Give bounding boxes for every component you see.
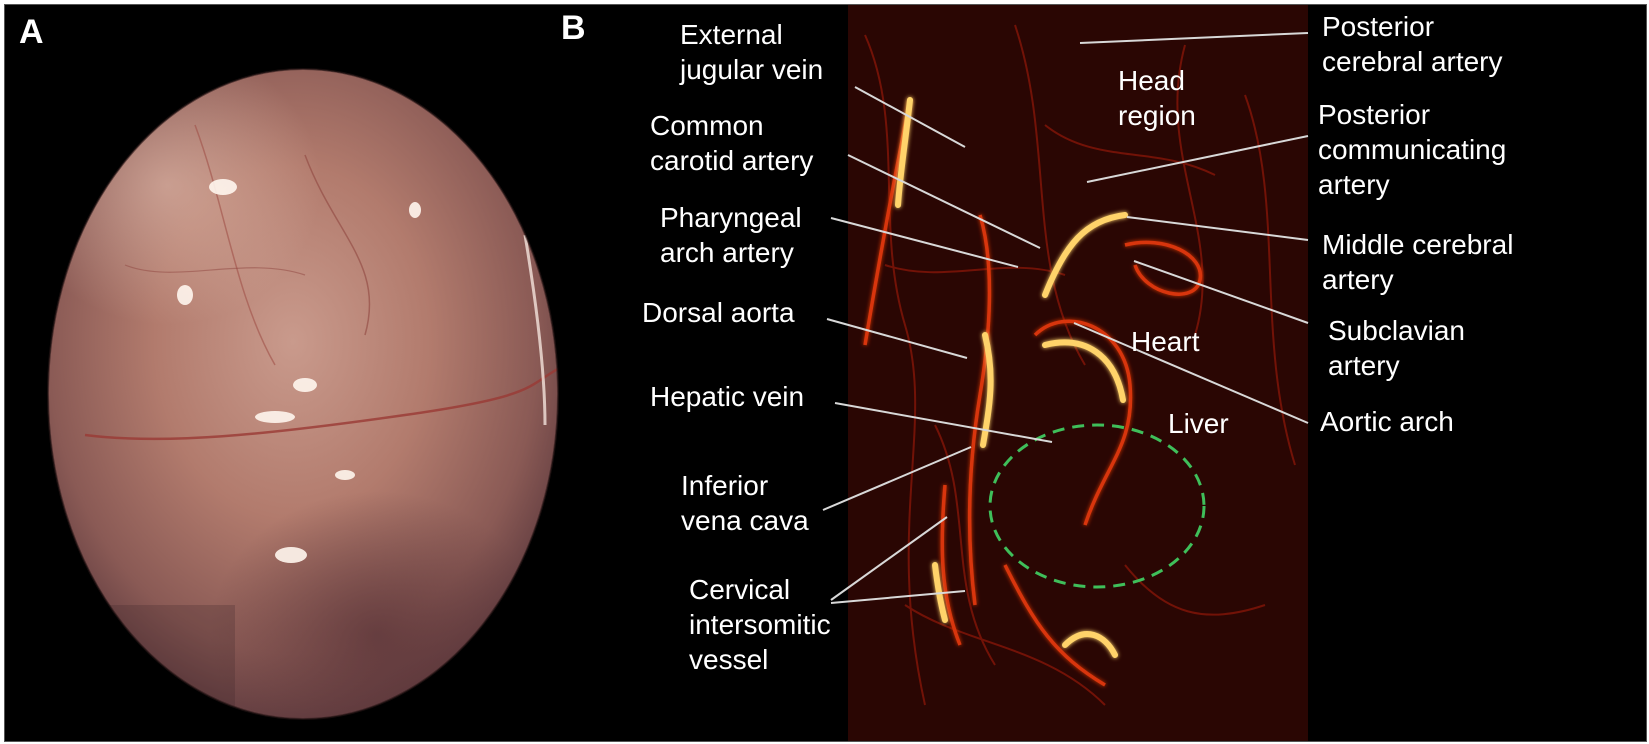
label-line: Aortic arch xyxy=(1320,406,1454,437)
label-line: intersomitic xyxy=(689,609,831,640)
label-heart: Heart xyxy=(1131,324,1199,359)
label-aortic-arch: Aortic arch xyxy=(1320,404,1454,439)
label-middle-cerebral-artery: Middle cerebral artery xyxy=(1322,227,1513,297)
label-line: vena cava xyxy=(681,505,809,536)
label-line: Head xyxy=(1118,65,1185,96)
label-line: carotid artery xyxy=(650,145,814,176)
label-inferior-vena-cava: Inferior vena cava xyxy=(681,468,809,538)
label-line: communicating xyxy=(1318,134,1507,165)
figure-frame: A B External jugular vein Common carotid… xyxy=(4,4,1647,742)
label-line: Inferior xyxy=(681,470,769,501)
label-line: artery xyxy=(1322,264,1394,295)
label-dorsal-aorta: Dorsal aorta xyxy=(642,295,795,330)
label-line: Common xyxy=(650,110,764,141)
label-line: cerebral artery xyxy=(1322,46,1503,77)
label-line: Cervical xyxy=(689,574,791,605)
label-posterior-communicating-artery: Posterior communicating artery xyxy=(1318,97,1506,202)
label-head-region: Head region xyxy=(1118,63,1196,133)
label-line: Subclavian xyxy=(1328,315,1465,346)
scan-region xyxy=(848,5,1308,741)
label-line: Posterior xyxy=(1318,99,1431,130)
label-cervical-intersomitic-vessel: Cervical intersomitic vessel xyxy=(689,572,831,677)
label-line: External xyxy=(680,19,783,50)
panel-a-letter: A xyxy=(19,13,44,51)
label-line: Posterior xyxy=(1322,11,1435,42)
panel-b-vascular-image xyxy=(822,5,1309,741)
label-external-jugular-vein: External jugular vein xyxy=(680,17,823,87)
label-line: artery xyxy=(1328,350,1400,381)
liver-outline xyxy=(988,423,1206,589)
label-line: Dorsal aorta xyxy=(642,297,795,328)
label-line: Pharyngeal xyxy=(660,202,802,233)
label-line: Liver xyxy=(1168,408,1229,439)
label-line: artery xyxy=(1318,169,1390,200)
label-line: Middle cerebral xyxy=(1322,229,1514,260)
label-line: Heart xyxy=(1131,326,1200,357)
label-subclavian-artery: Subclavian artery xyxy=(1328,313,1465,383)
leader-lines xyxy=(822,32,1309,604)
label-pharyngeal-arch-artery: Pharyngeal arch artery xyxy=(660,200,802,270)
label-line: vessel xyxy=(689,644,769,675)
label-line: arch artery xyxy=(660,237,794,268)
label-common-carotid-artery: Common carotid artery xyxy=(650,108,813,178)
panel-a-photo xyxy=(47,68,559,720)
label-liver: Liver xyxy=(1168,406,1229,441)
label-line: jugular vein xyxy=(680,54,824,85)
label-hepatic-vein: Hepatic vein xyxy=(650,379,804,414)
label-line: Hepatic vein xyxy=(650,381,805,412)
label-line: region xyxy=(1118,100,1196,131)
label-posterior-cerebral-artery: Posterior cerebral artery xyxy=(1322,9,1503,79)
panel-b-letter: B xyxy=(561,9,586,47)
